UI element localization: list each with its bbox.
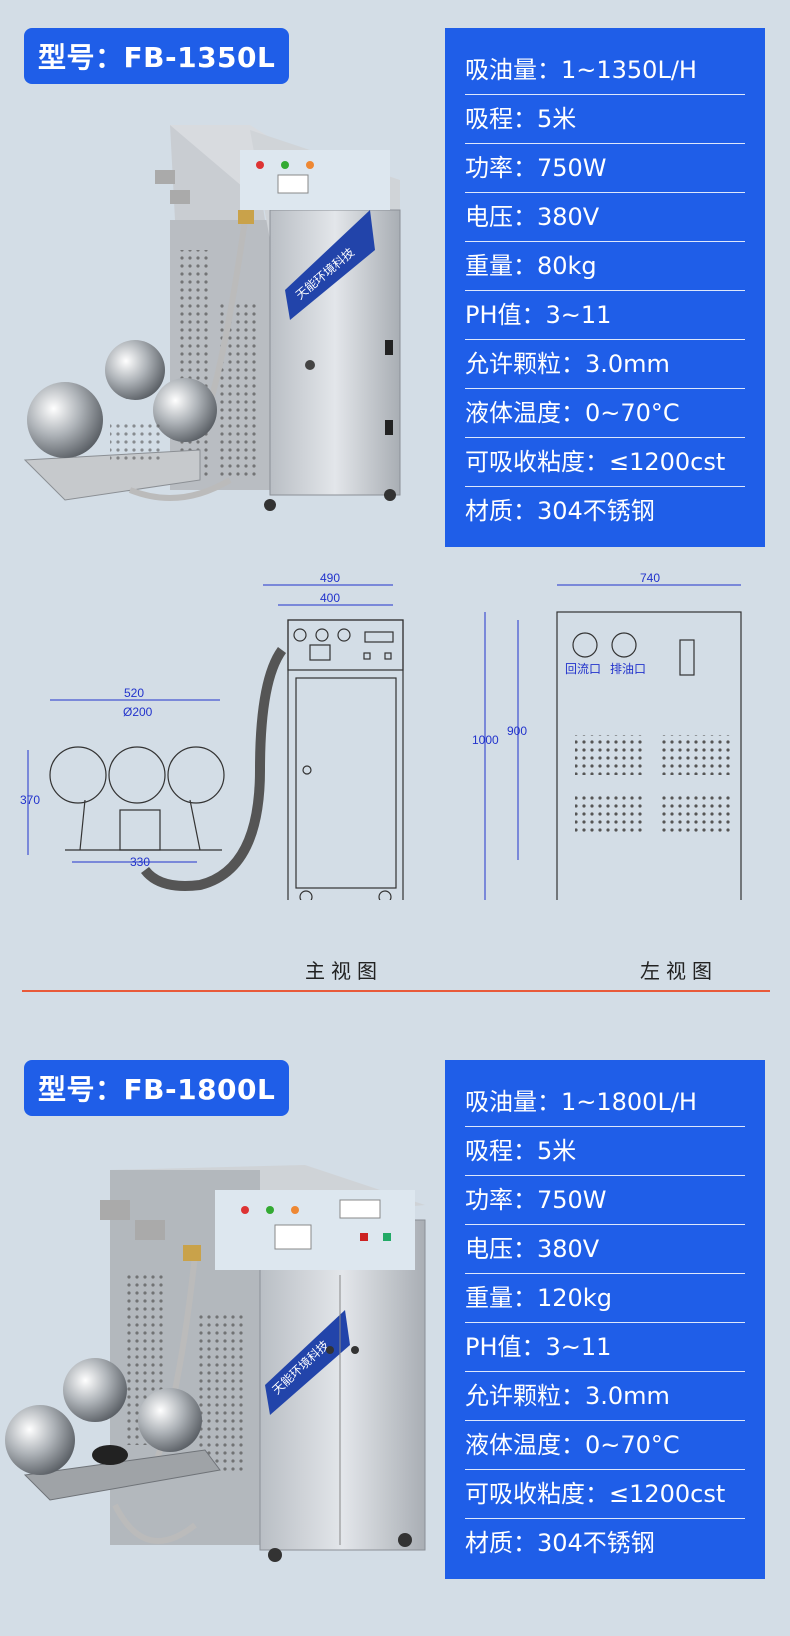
spec-row: 可吸收粘度：≤1200cst xyxy=(465,438,745,487)
technical-drawing: 490 400 520 Ø200 370 330 740 1000 900 回流… xyxy=(20,571,742,900)
dim-900: 900 xyxy=(507,724,527,738)
side-cabinet-outline xyxy=(556,611,742,900)
spec-row: 液体温度：0~70°C xyxy=(465,389,745,438)
front-cabinet-outline xyxy=(287,619,404,900)
spec-row: 吸油量：1~1800L/H xyxy=(465,1078,745,1127)
port-return-label: 回流口 xyxy=(565,662,601,676)
dim-740: 740 xyxy=(640,571,660,585)
dim-370: 370 xyxy=(20,793,40,807)
spec-row: 液体温度：0~70°C xyxy=(465,1421,745,1470)
dim-490: 490 xyxy=(320,571,340,585)
model-badge-2: 型号：FB-1800L xyxy=(24,1060,290,1116)
spec-row: 吸程：5米 xyxy=(465,95,745,144)
dim-1000: 1000 xyxy=(472,733,499,747)
spec-row: 可吸收粘度：≤1200cst xyxy=(465,1470,745,1519)
side-view-label: 左视图 xyxy=(640,959,718,983)
spec-row: 重量：80kg xyxy=(465,242,745,291)
spec-row: 材质：304不锈钢 xyxy=(465,497,655,525)
spec-panel-1: 吸油量：1~1350L/H 吸程：5米 功率：750W 电压：380V 重量：8… xyxy=(445,28,765,547)
machine-photo-1: 天能环境科技 xyxy=(23,125,401,511)
spec-row: 电压：380V xyxy=(465,193,745,242)
spec-row: 允许颗粒：3.0mm xyxy=(465,1372,745,1421)
model-badge-1: 型号：FB-1350L xyxy=(24,28,290,84)
dim-330: 330 xyxy=(130,855,150,869)
spec-row: 电压：380V xyxy=(465,1225,745,1274)
spec-row: 吸程：5米 xyxy=(465,1127,745,1176)
dim-200: Ø200 xyxy=(123,705,153,719)
dim-520: 520 xyxy=(124,686,144,700)
dim-400: 400 xyxy=(320,591,340,605)
port-drain-label: 排油口 xyxy=(610,662,646,676)
spec-row: 吸油量：1~1350L/H xyxy=(465,46,745,95)
spec-row: 功率：750W xyxy=(465,1176,745,1225)
spec-row: 重量：120kg xyxy=(465,1274,745,1323)
spec-row: 允许颗粒：3.0mm xyxy=(465,340,745,389)
machine-photo-2: 天能环境科技 xyxy=(5,1165,426,1562)
section-divider xyxy=(22,990,770,992)
spec-row: PH值：3~11 xyxy=(465,1323,745,1372)
spec-row: 材质：304不锈钢 xyxy=(465,1529,655,1557)
spec-row: 功率：750W xyxy=(465,144,745,193)
spec-row: PH值：3~11 xyxy=(465,291,745,340)
spec-panel-2: 吸油量：1~1800L/H 吸程：5米 功率：750W 电压：380V 重量：1… xyxy=(445,1060,765,1579)
front-view-label: 主视图 xyxy=(305,959,383,983)
